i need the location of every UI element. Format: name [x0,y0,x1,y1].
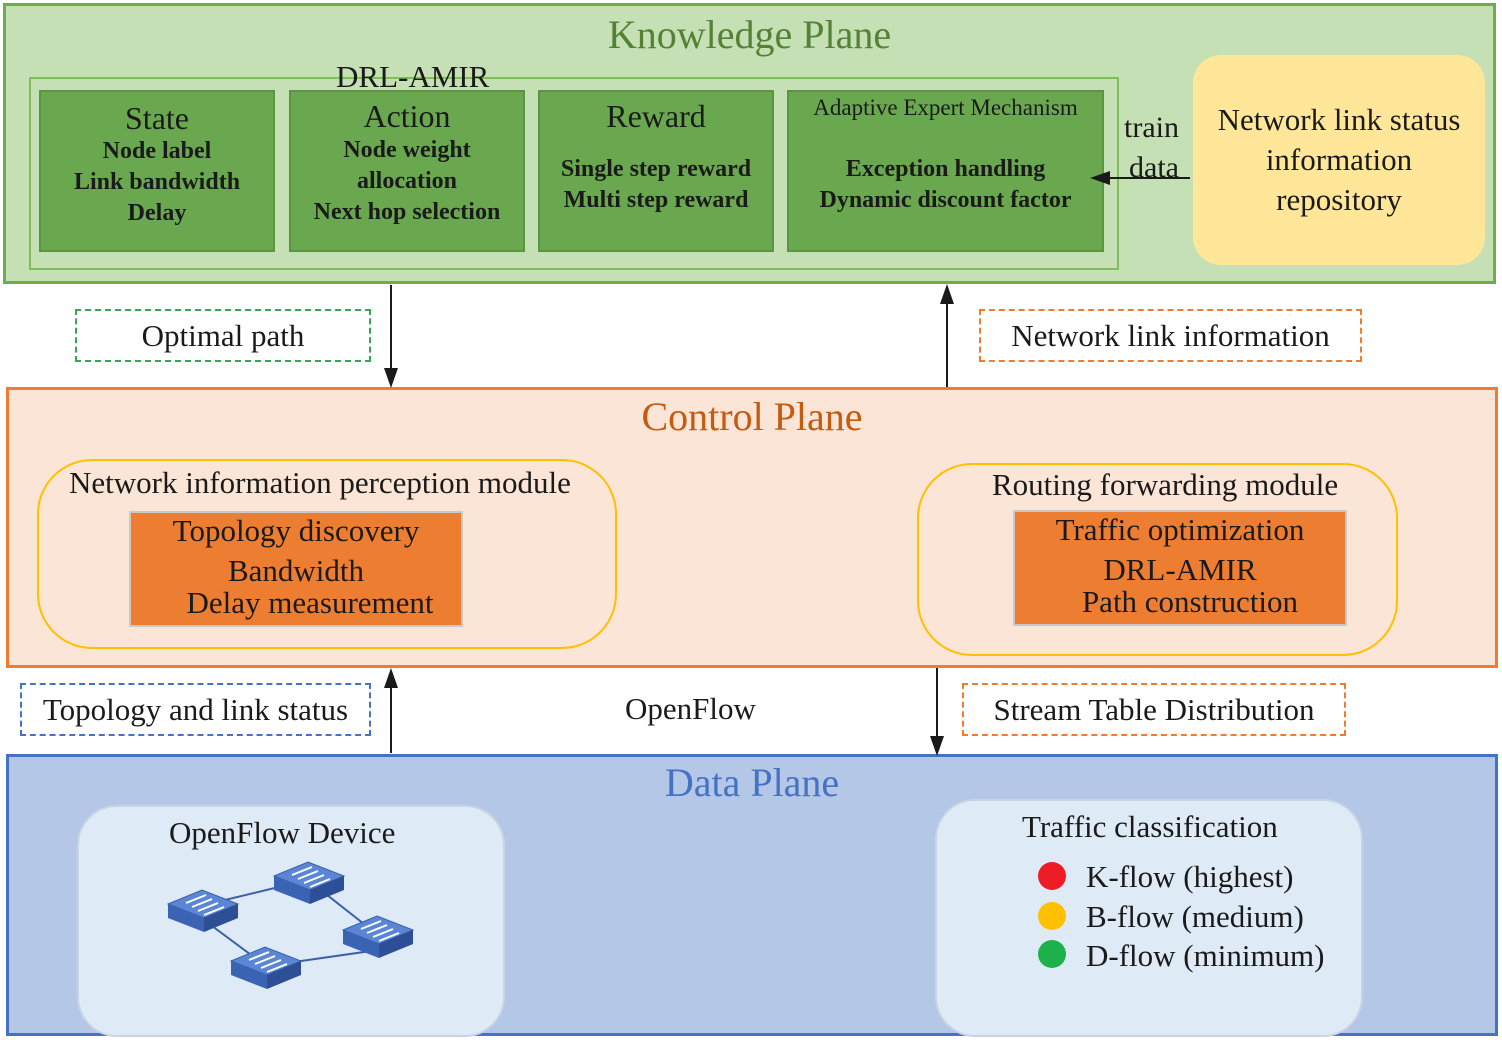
state-box: State Node label Link bandwidth Delay [39,90,275,252]
action-line: allocation [357,168,457,194]
perception-module [37,459,617,649]
repository-line: Network link status [1217,102,1461,137]
action-line: Node weight [343,137,471,163]
stream-table-label: Stream Table Distribution [993,692,1315,727]
routing-module-title: Routing forwarding module [992,467,1339,502]
perception-line: Bandwidth [227,553,365,588]
state-line: Node label [102,138,212,164]
action-head: Action [363,98,451,134]
state-line: Delay [127,200,187,226]
reward-line: Single step reward [560,156,752,182]
drl-amir-title: DRL-AMIR [336,59,490,94]
optimal-path-label: Optimal path [141,318,305,353]
action-line: Next hop selection [313,199,501,225]
optimal-path-arrow [384,285,398,388]
d-flow-label: D-flow (minimum) [1086,938,1325,973]
perception-line: Delay measurement [186,585,434,620]
openflow-label: OpenFlow [625,691,756,726]
expert-mechanism-head: Adaptive Expert Mechanism [813,95,1078,120]
drl-amir-frame [29,77,1119,270]
topology-link-status-label: Topology and link status [42,692,349,727]
switch-icon [167,889,239,933]
repository-line: repository [1276,182,1402,217]
perception-line: Topology discovery [172,513,420,548]
expert-mechanism-line: Dynamic discount factor [819,187,1072,213]
expert-mechanism-box: Adaptive Expert Mechanism Exception hand… [787,90,1104,252]
control-plane: Control Plane Network information percep… [6,387,1498,668]
expert-mechanism-line: Exception handling [845,156,1046,182]
switch-icon [273,861,345,905]
routing-line: Traffic optimization [1055,512,1305,547]
traffic-classification-box [935,799,1363,1037]
routing-line: DRL-AMIR [1103,552,1257,587]
stream-table-label-box: Stream Table Distribution [962,683,1346,736]
data-plane-title: Data Plane [664,760,840,805]
control-plane-title: Control Plane [641,394,863,439]
data-plane: Data Plane OpenFlow Device Traffic class… [6,754,1498,1037]
action-box: Action Node weight allocation Next hop s… [289,90,525,252]
stream-table-distribution-arrow [930,668,944,756]
network-link-information-label-box: Network link information [979,309,1362,362]
reward-box: Reward Single step reward Multi step rew… [538,90,774,252]
b-flow-label: B-flow (medium) [1086,899,1304,934]
routing-module-box: Traffic optimization DRL-AMIR Path const… [1013,510,1347,626]
switch-icon [230,946,302,990]
network-link-information-arrow [940,284,954,387]
topology-link-status-arrow [384,668,398,753]
routing-module [917,463,1398,656]
knowledge-plane: Knowledge Plane DRL-AMIR State Node labe… [3,3,1496,284]
state-head: State [125,100,189,136]
traffic-classification-title: Traffic classification [1022,809,1278,844]
d-flow-dot [1038,940,1066,968]
topology-link-status-label-box: Topology and link status [20,683,371,736]
state-line: Link bandwidth [73,169,241,195]
knowledge-plane-title: Knowledge Plane [607,12,892,57]
openflow-device-box [77,805,505,1037]
switch-icon [342,915,414,959]
routing-line: Path construction [1081,584,1299,619]
train-label: train [1124,111,1179,144]
train-data-arrow [1090,171,1190,185]
reward-line: Multi step reward [563,187,749,213]
repository-line: information [1265,142,1413,177]
perception-module-box: Topology discovery Bandwidth Delay measu… [129,511,463,627]
network-link-status-repository: Network link status information reposito… [1193,55,1485,265]
k-flow-dot [1038,862,1066,890]
k-flow-label: K-flow (highest) [1086,859,1294,894]
perception-module-title: Network information perception module [69,465,571,500]
openflow-device-title: OpenFlow Device [169,815,396,850]
reward-head: Reward [606,98,706,134]
network-link-information-label: Network link information [1011,318,1330,353]
b-flow-dot [1038,902,1066,930]
optimal-path-label-box: Optimal path [75,309,371,362]
